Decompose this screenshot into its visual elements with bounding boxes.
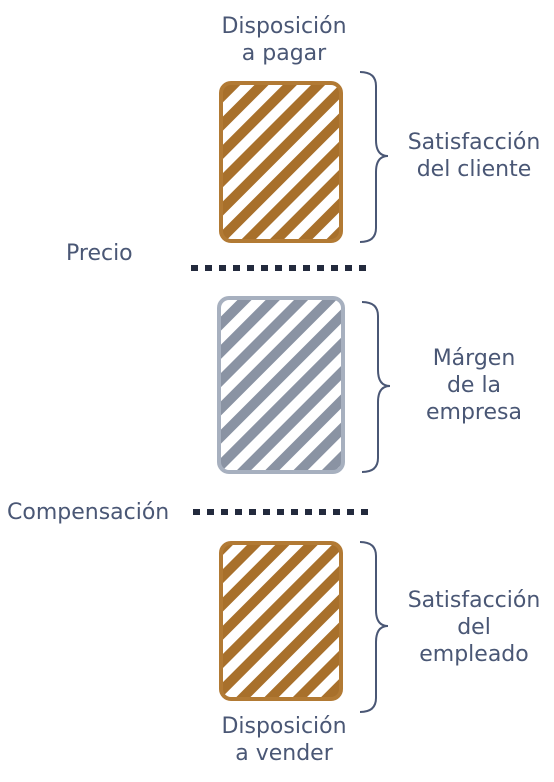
company-margin-line-3: empresa xyxy=(426,400,522,425)
company-margin-brace xyxy=(361,301,391,473)
employee-satisfaction-line-1: Satisfacción xyxy=(407,588,541,613)
customer-satisfaction-box xyxy=(219,81,343,243)
price-text: Precio xyxy=(66,241,133,266)
customer-satisfaction-label: Satisfacción del cliente xyxy=(396,129,552,183)
willingness-to-sell-line-2: a vender xyxy=(235,741,333,766)
compensation-text: Compensación xyxy=(7,500,170,525)
price-label: Precio xyxy=(66,240,133,267)
willingness-to-pay-line-1: Disposición xyxy=(221,14,347,39)
employee-satisfaction-line-3: empleado xyxy=(419,642,529,667)
customer-satisfaction-line-2: del cliente xyxy=(416,157,532,182)
compensation-label: Compensación xyxy=(7,499,169,526)
willingness-to-pay-line-2: a pagar xyxy=(241,41,327,66)
employee-satisfaction-box xyxy=(219,541,343,701)
willingness-to-sell-label: Disposición a vender xyxy=(203,713,365,767)
company-margin-box xyxy=(217,296,345,474)
company-margin-line-2: de la xyxy=(446,373,502,398)
company-margin-line-1: Márgen xyxy=(432,346,516,371)
employee-satisfaction-label: Satisfacción del empleado xyxy=(396,587,552,668)
willingness-to-pay-label: Disposición a pagar xyxy=(203,13,365,67)
willingness-to-sell-line-1: Disposición xyxy=(221,714,347,739)
company-margin-label: Márgen de la empresa xyxy=(410,345,538,426)
customer-satisfaction-line-1: Satisfacción xyxy=(407,130,541,155)
employee-satisfaction-brace xyxy=(359,541,389,713)
employee-satisfaction-line-2: del xyxy=(457,615,491,640)
customer-satisfaction-brace xyxy=(359,71,389,243)
